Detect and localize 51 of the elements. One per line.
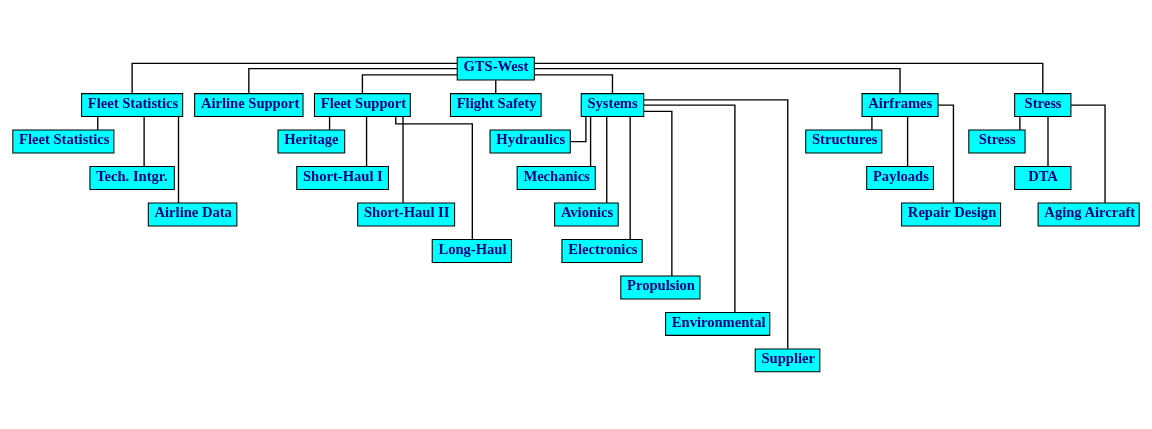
node-box: Hydraulics: [489, 129, 571, 154]
node-box: Airline Data: [147, 202, 238, 227]
connector: [1047, 116, 1049, 167]
connector: [361, 74, 458, 95]
node-box: Fleet Statistics: [81, 93, 184, 118]
connector: [606, 116, 608, 204]
node-box: Mechanics: [516, 166, 596, 190]
node-box: Payloads: [866, 166, 934, 190]
node-box: Repair Design: [901, 202, 1002, 227]
connector: [1070, 104, 1106, 204]
node-box: Supplier: [754, 348, 821, 373]
connector: [643, 99, 789, 350]
connector: [143, 116, 145, 167]
connector: [629, 116, 631, 240]
node-box: Fleet Statistics: [12, 129, 115, 154]
connector: [533, 67, 901, 95]
node-box: Aging Aircraft: [1037, 202, 1140, 227]
node-box: Stress: [1014, 93, 1072, 118]
node-box: Airline Support: [194, 93, 304, 118]
node-box: Flight Safety: [449, 93, 542, 118]
node-box: Electronics: [561, 239, 643, 263]
connector: [365, 116, 368, 167]
node-box: Short-Haul I: [296, 166, 389, 190]
node-box: DTA: [1014, 166, 1072, 190]
node-box: Stress: [968, 129, 1026, 154]
node-box: Propulsion: [620, 275, 701, 300]
connector: [569, 115, 587, 143]
node-box: Airframes: [861, 93, 939, 118]
node-box: Tech. Intgr.: [89, 166, 175, 190]
connector: [395, 115, 473, 240]
connector: [248, 67, 458, 95]
node-box: Structures: [805, 129, 883, 154]
connector: [534, 62, 1044, 94]
node-box: Heritage: [277, 129, 346, 154]
connector: [131, 62, 458, 94]
node-box: Long-Haul: [431, 239, 512, 263]
node-box: Environmental: [665, 311, 771, 336]
connector: [589, 116, 592, 167]
connector: [643, 110, 673, 277]
node-box: Short-Haul II: [357, 202, 456, 227]
connector: [402, 116, 404, 204]
connector: [1019, 115, 1021, 131]
node-box: Fleet Support: [313, 93, 411, 118]
connector: [871, 115, 873, 131]
node-box: GTS-West: [456, 56, 535, 81]
connector: [177, 116, 180, 204]
node-box: Systems: [580, 93, 645, 118]
connector: [643, 104, 736, 313]
connector: [533, 74, 614, 95]
connector: [906, 116, 909, 167]
node-box: Avionics: [554, 202, 619, 227]
